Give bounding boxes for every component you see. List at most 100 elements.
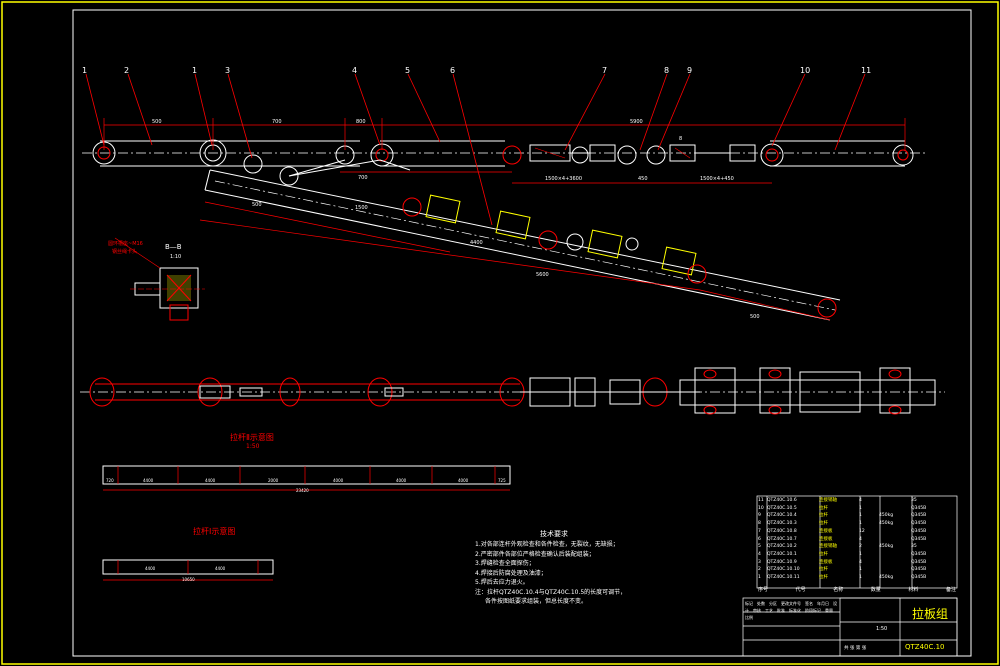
parts-cell: 7 — [758, 528, 761, 534]
title-block-label: 批准 — [777, 608, 785, 613]
notes-list: 1.对各部连杆外观检查和各件检查，无裂纹，无缺损； 2.严密部件各部位严格检查确… — [475, 540, 626, 607]
segment: 4400 — [143, 478, 154, 483]
note-item: 1.对各部连杆外观检查和各件检查，无裂纹，无缺损； — [475, 541, 619, 548]
parts-cell: 拉杆 — [819, 521, 828, 527]
parts-cell: QTZ40C.10.2 — [767, 544, 797, 550]
parts-cell — [879, 566, 911, 574]
title-block-label: 设计 — [745, 601, 837, 613]
title-block-label: 重量 — [825, 608, 833, 613]
parts-cell: 连接销轴 — [819, 544, 837, 550]
parts-cell — [879, 559, 911, 567]
segment: 4000 — [396, 478, 407, 483]
drawing-number: QTZ40C.10 — [905, 643, 945, 651]
segment: 4000 — [458, 478, 469, 483]
parts-cell: 1 — [758, 575, 761, 581]
parts-cell: Q345B — [911, 528, 927, 534]
balloon: 8 — [664, 66, 670, 75]
title-block-label: 阶段标记 — [805, 608, 821, 613]
parts-cell: QTZ40C.10.7 — [767, 536, 797, 542]
title-block-label: 分区 — [769, 601, 777, 606]
dim: 800 — [356, 119, 366, 125]
note-item: 5.焊后去应力退火。 — [475, 579, 529, 586]
parts-cell — [879, 505, 911, 513]
balloon: 1 — [82, 66, 88, 75]
top-view — [82, 118, 925, 184]
parts-cell: 2 — [859, 544, 862, 550]
parts-cell: QTZ40C.10.1 — [767, 551, 797, 557]
title-block-label: 标记 — [745, 601, 753, 606]
diagram-a-scale: 1:50 — [246, 443, 260, 450]
parts-cell: 1 — [859, 567, 862, 573]
balloons — [85, 73, 866, 226]
parts-cell: Q345B — [911, 513, 927, 519]
dim: 500 — [152, 119, 162, 125]
diagram-a-title: 拉杆Ⅱ示意图 — [230, 433, 274, 442]
section-label: B—B — [165, 243, 182, 251]
parts-cell: 3 — [758, 559, 761, 565]
parts-list-grid — [756, 495, 958, 589]
inner-frame — [72, 9, 972, 657]
title-block-label: 工艺 — [765, 608, 773, 613]
header-cell: 材料 — [908, 587, 919, 593]
parts-cell: 1 — [859, 575, 862, 581]
parts-cell: 1 — [859, 521, 862, 527]
balloon: 9 — [687, 66, 693, 75]
dim: 700 — [358, 175, 368, 181]
parts-cell — [879, 528, 911, 536]
dim: 450 — [638, 176, 648, 182]
segment: 720 — [106, 478, 114, 483]
parts-cell: 9 — [758, 513, 761, 519]
balloon: 7 — [602, 66, 608, 75]
title-block-grid — [742, 597, 958, 657]
parts-cell: 连接板 — [819, 528, 833, 534]
diagram-a — [102, 465, 511, 491]
dim: 5600 — [536, 272, 549, 278]
diagram-b-title: 拉杆I示意图 — [193, 527, 236, 536]
parts-header: 序号 代号 名称 数量 材料 备注 — [758, 586, 956, 596]
header-cell: 备注 — [945, 587, 956, 593]
dim: 1500 — [355, 205, 368, 211]
parts-cell: 拉杆 — [819, 513, 828, 519]
balloon: 4 — [352, 66, 358, 75]
dim: 500 — [252, 202, 262, 208]
header-cell: 序号 — [758, 587, 769, 593]
parts-cell: Q345B — [911, 559, 927, 565]
title-block-labels: 标记处数分区更改文件号签名年月日设计审核工艺批准标准化阶段标记重量比例 — [745, 600, 839, 621]
parts-cell: 450kg — [879, 521, 894, 527]
parts-cell: 连接板 — [819, 559, 833, 565]
parts-cell: 35 — [911, 544, 917, 550]
dim: 1500×4+450 — [700, 176, 734, 182]
segment: 4400 — [145, 566, 156, 571]
title-block-label: 审核 — [753, 608, 761, 613]
segment: 725 — [498, 478, 506, 483]
side-view — [80, 367, 945, 415]
parts-cell: 5 — [758, 544, 761, 550]
parts-cell: 1 — [859, 505, 862, 511]
balloon: 10 — [800, 66, 811, 75]
parts-cell: QTZ40C.10.11 — [767, 575, 800, 581]
parts-cell: 1 — [859, 513, 862, 519]
parts-cell: 4 — [758, 551, 761, 557]
parts-cell — [879, 536, 911, 544]
balloon-row: 1 2 1 3 4 5 6 7 8 9 10 11 — [0, 66, 1000, 78]
parts-cell: 11 — [758, 498, 764, 503]
note-footnote: 注：拉杆QTZ40C.10.4与QTZ40C.10.5的长度可调节， — [475, 588, 627, 596]
parts-cell: 拉杆 — [819, 575, 828, 581]
title-block-label: 标准化 — [789, 608, 801, 613]
diagram-b-total: 10650 — [182, 577, 195, 582]
parts-cell: QTZ40C.10.9 — [767, 559, 797, 565]
segment: 4000 — [333, 478, 344, 483]
parts-cell: 1 — [859, 551, 862, 557]
diagonal-member — [199, 159, 841, 321]
parts-cell: 拉杆 — [819, 505, 828, 511]
parts-cell — [879, 551, 911, 559]
